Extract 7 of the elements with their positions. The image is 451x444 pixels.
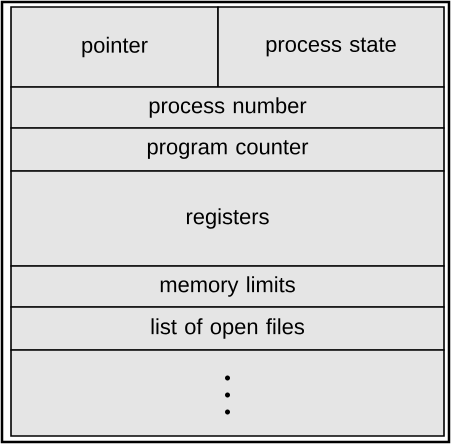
table-cell: memory limits <box>10 265 445 308</box>
table-cell: list of open files <box>10 306 445 351</box>
empty-cell <box>10 349 445 437</box>
table-cell: program counter <box>10 127 445 172</box>
table-cell: pointer <box>10 6 219 88</box>
table-cell: process state <box>217 6 445 88</box>
table-cell: process number <box>10 86 445 129</box>
